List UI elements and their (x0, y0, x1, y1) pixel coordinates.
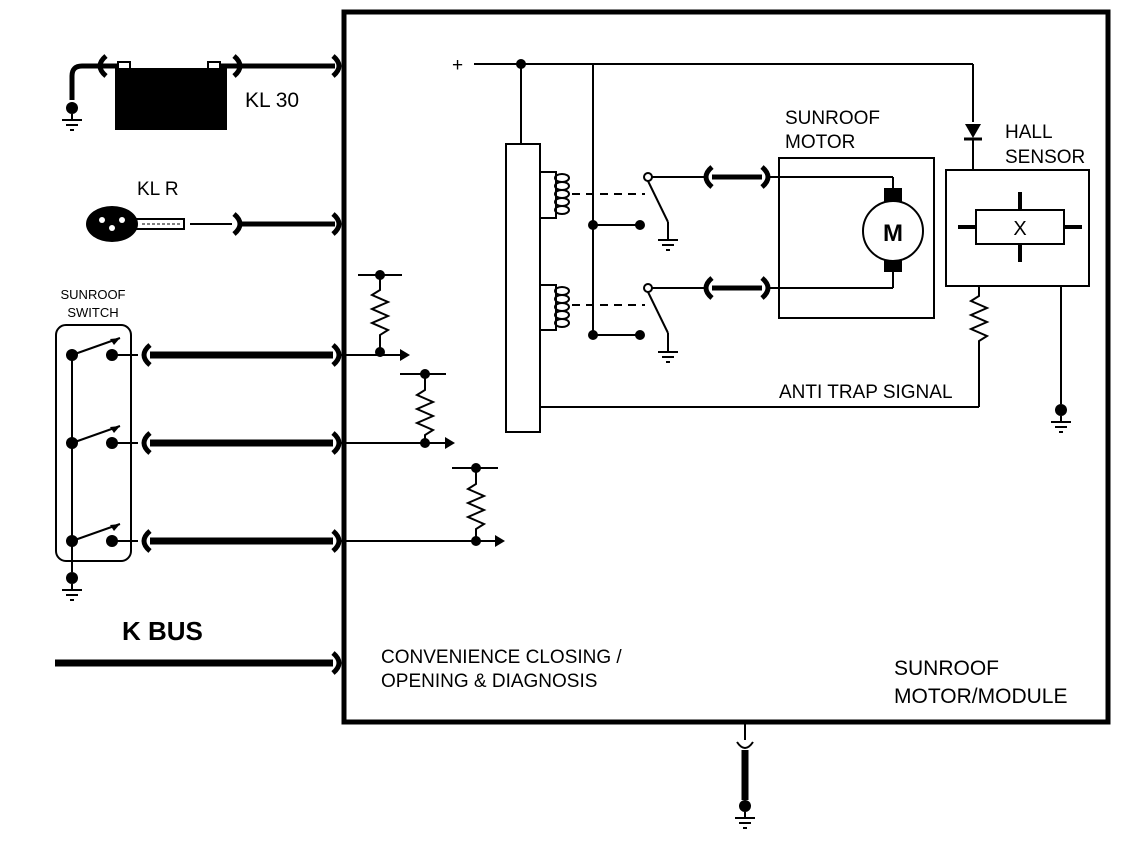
ground-icon (1050, 403, 1072, 433)
module-label-line1: SUNROOF (894, 657, 999, 680)
diode-icon (964, 124, 982, 141)
controller-block (505, 143, 541, 433)
battery-ground-wire (69, 63, 118, 100)
module-ground (734, 724, 756, 829)
convenience-label-line1: CONVENIENCE CLOSING / (381, 647, 622, 668)
switch-contact-3 (66, 523, 121, 547)
hall-sensor-box (945, 169, 1090, 287)
svg-text:M: M (883, 220, 903, 247)
motor-label-line2: MOTOR (785, 132, 855, 153)
resistor-icon (369, 275, 391, 352)
anti-trap-label: ANTI TRAP SIGNAL (779, 382, 953, 403)
input-3 (340, 463, 505, 547)
plus-label: + (452, 55, 463, 76)
relay-1 (540, 171, 708, 251)
motor-label-line1: SUNROOF (785, 108, 880, 129)
key-icon (86, 206, 185, 242)
convenience-label-line2: OPENING & DIAGNOSIS (381, 671, 597, 692)
hall-label-line2: SENSOR (1005, 147, 1085, 168)
ground-icon (61, 571, 83, 601)
ground-icon (657, 239, 679, 251)
switch-contact-2 (66, 425, 121, 449)
hall-label-line1: HALL (1005, 122, 1053, 143)
hall-element: X (958, 192, 1082, 262)
module-box (341, 9, 1111, 725)
switch-contact-1 (66, 337, 121, 361)
battery-icon (115, 61, 227, 130)
ground-icon (657, 351, 679, 363)
ground-icon (61, 101, 83, 131)
switch-label-line2: SWITCH (67, 305, 118, 320)
kbus-label: K BUS (122, 616, 203, 646)
relay-2 (540, 283, 708, 363)
motor-box (778, 157, 935, 319)
svg-text:X: X (1013, 218, 1026, 240)
klr-label: KL R (137, 179, 179, 200)
coil-icon (554, 286, 570, 328)
motor-icon: M (862, 177, 924, 288)
coil-icon (554, 173, 570, 215)
input-2 (340, 369, 455, 449)
resistor-icon (414, 374, 436, 443)
kl30-label: KL 30 (245, 89, 299, 112)
input-1 (340, 270, 410, 361)
ground-icon (734, 799, 756, 829)
resistor-icon (968, 286, 990, 407)
switch-label-line1: SUNROOF (61, 287, 126, 302)
module-label-line2: MOTOR/MODULE (894, 685, 1067, 708)
resistor-icon (465, 468, 487, 541)
